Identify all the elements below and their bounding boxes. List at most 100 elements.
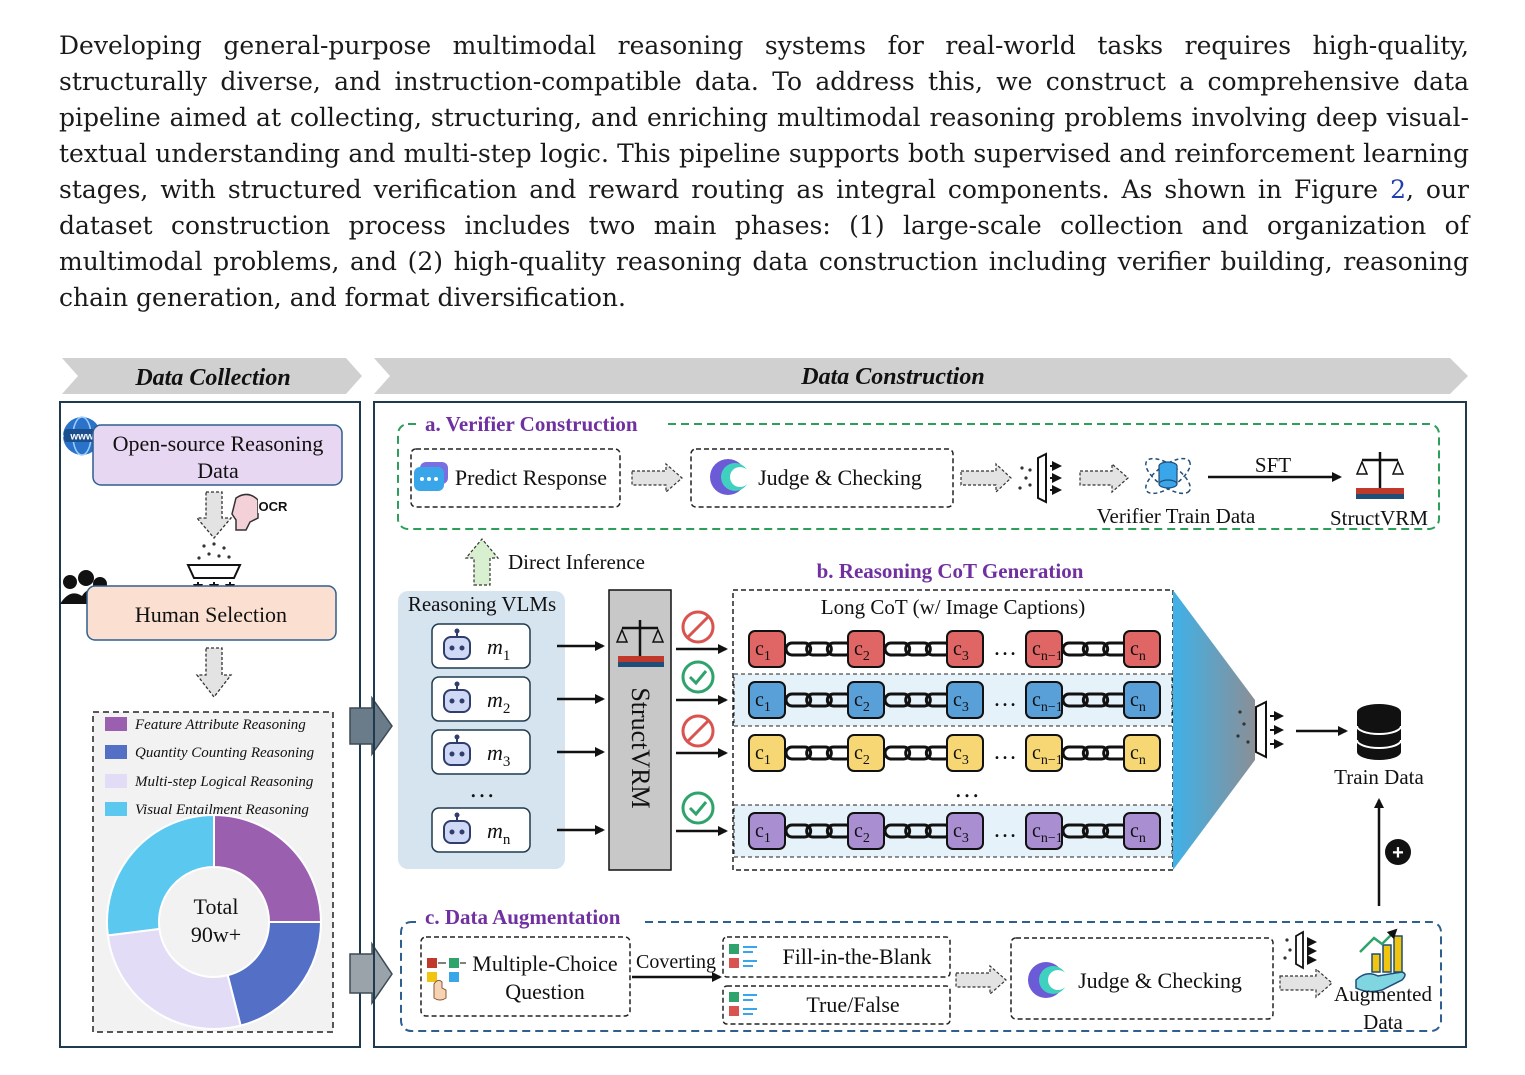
robot-icon: [443, 812, 471, 844]
verifier-arrow-2: [960, 462, 1012, 494]
legend-label-0: Feature Attribute Reasoning: [134, 717, 306, 733]
robot-icon: [443, 734, 471, 766]
cot-step-1: c2: [847, 812, 885, 850]
figure-reference-link[interactable]: 2: [1390, 175, 1406, 204]
sft-label: SFT: [1255, 453, 1291, 477]
verifier-section: [397, 423, 1440, 530]
augmentation-arrow-1: [955, 964, 1007, 996]
donut-slice-1: [226, 921, 323, 1027]
scales-icon-bar: [615, 620, 665, 667]
train-data-label: Train Data: [1334, 765, 1424, 789]
judge-logo-icon-c: [1028, 962, 1068, 998]
long-cot-label: Long CoT (w/ Image Captions): [821, 595, 1085, 619]
augmented-label-line2: Data: [1363, 1010, 1403, 1034]
banner-construction-label: Data Construction: [800, 364, 984, 390]
predict-response-label: Predict Response: [455, 465, 607, 490]
mcq-label-line2: Question: [505, 979, 584, 1004]
true-false-label: True/False: [806, 992, 899, 1017]
source-label-line1: Open-source Reasoning: [113, 431, 324, 456]
model-ellipsis: …: [469, 774, 495, 803]
donut-slice-3: [106, 813, 215, 937]
model-item-1: m2: [431, 676, 531, 722]
augmentation-title: c. Data Augmentation: [425, 905, 621, 929]
prohibited-icon: [681, 714, 715, 748]
direct-inference-label: Direct Inference: [508, 550, 645, 574]
judge-checking-box-c: [1010, 937, 1274, 1020]
check-circle-icon: [681, 791, 715, 825]
direct-inference-arrow: [464, 538, 500, 586]
chain-dots: …: [993, 817, 1017, 843]
cot-step-1: c2: [847, 734, 885, 772]
construction-panel: [373, 401, 1467, 1048]
category-donut-chart: [106, 813, 323, 1030]
quiz-icon: [427, 958, 466, 1001]
cot-filter-icon: [1236, 700, 1284, 759]
banner-data-collection: Data Collection: [62, 358, 362, 394]
down-arrow-2: [195, 647, 233, 699]
www-badge: www: [69, 432, 94, 443]
banner-collection-label: Data Collection: [134, 365, 290, 391]
model-item-0: m1: [431, 623, 531, 669]
model-item-3: mn: [431, 807, 531, 853]
structvrm-vertical-label: StructVRM: [626, 687, 655, 808]
cot-step-3: cn−1: [1025, 734, 1063, 772]
cot-title: b. Reasoning CoT Generation: [817, 559, 1084, 583]
growth-chart-icon: [1355, 928, 1406, 993]
judge-checking-box-a: [690, 448, 954, 508]
human-selection-label: Human Selection: [135, 602, 287, 627]
cot-row-ellipsis: …: [954, 774, 980, 803]
ocr-head-icon: OCR: [231, 493, 289, 531]
cot-step-4: cn: [1123, 734, 1161, 772]
check-circle-icon: [681, 660, 715, 694]
augmented-label-line1: Augmented: [1334, 982, 1432, 1006]
cot-step-2: c3: [946, 681, 984, 719]
donut-slice-2: [106, 927, 242, 1030]
database-icon: [1356, 704, 1402, 760]
chat-bubble-icon: [414, 462, 448, 491]
cot-step-0: c1: [748, 630, 786, 668]
cot-step-4: cn: [1123, 681, 1161, 719]
aggregate-funnel: [1173, 590, 1255, 870]
chain-dots: …: [993, 635, 1017, 661]
source-label-line2: Data: [197, 458, 239, 483]
human-selection-box: [86, 585, 337, 641]
cot-step-3: cn−1: [1025, 681, 1063, 719]
legend-swatch-3: [105, 802, 127, 816]
prohibited-icon: [681, 610, 715, 644]
plus-sign: +: [1392, 842, 1404, 864]
verifier-title: a. Verifier Construction: [425, 412, 638, 436]
cot-step-3: cn−1: [1025, 812, 1063, 850]
mcq-label-line1: Multiple-Choice: [472, 951, 617, 976]
banner-data-construction: Data Construction: [374, 358, 1468, 394]
cot-step-0: c1: [748, 681, 786, 719]
judge-checking-label-c: Judge & Checking: [1078, 968, 1242, 993]
cot-step-2: c3: [946, 630, 984, 668]
down-arrow-1: [195, 491, 233, 540]
cot-step-1: c2: [847, 630, 885, 668]
robot-icon: [443, 681, 471, 713]
predict-response-box: [410, 448, 621, 508]
cot-step-4: cn: [1123, 812, 1161, 850]
judge-logo-icon: [710, 459, 750, 495]
augmentation-filter-icon: [1283, 930, 1317, 970]
augmentation-arrow-2: [1279, 967, 1333, 999]
cot-step-0: c1: [748, 812, 786, 850]
vlm-title: Reasoning VLMs: [408, 592, 556, 616]
open-source-data-box: [92, 424, 343, 486]
true-false-box: [722, 985, 951, 1025]
filter-funnel-icon: [186, 542, 242, 594]
chain-dots: …: [993, 686, 1017, 712]
ocr-badge: OCR: [259, 499, 289, 514]
www-icon: www: [63, 416, 101, 456]
paragraph-text-after: , our dataset construction process inclu…: [59, 175, 1469, 312]
fill-blank-label: Fill-in-the-Blank: [782, 944, 931, 969]
verifier-filter-icon: [1018, 452, 1062, 504]
database-orbit-icon: [1145, 457, 1191, 495]
legend-label-3: Visual Entailment Reasoning: [135, 802, 309, 818]
cot-step-3: cn−1: [1025, 630, 1063, 668]
checklist-icon-1: [729, 944, 757, 968]
